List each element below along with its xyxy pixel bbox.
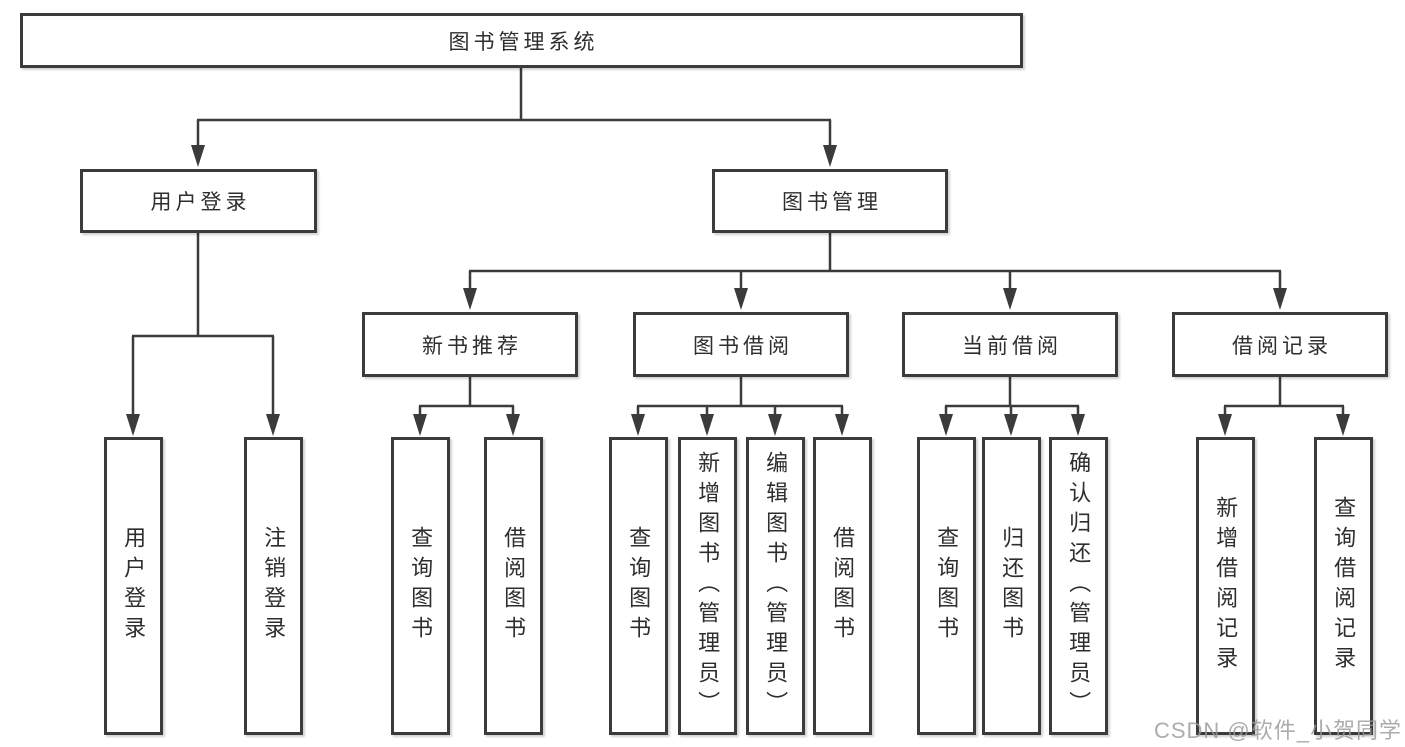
arrowhead <box>1071 414 1085 436</box>
node-nbr-query-book: 查询图书 <box>391 437 450 735</box>
connector-borrow-records-children <box>1223 377 1345 420</box>
arrowhead <box>506 414 520 436</box>
node-label: 用户登录 <box>150 191 251 214</box>
node-borrowing-records: 借阅记录 <box>1172 312 1388 377</box>
arrowhead <box>939 414 953 436</box>
node-label: 编辑图书（管理员） <box>763 451 789 721</box>
node-label: 新书推荐 <box>422 334 522 358</box>
node-current-borrowing: 当前借阅 <box>902 312 1118 377</box>
connector-new-book-rec-children <box>418 377 515 420</box>
node-label: 新增借阅记录 <box>1213 496 1239 676</box>
node-cb-query-book: 查询图书 <box>917 437 976 735</box>
node-label: 借阅图书 <box>830 526 856 646</box>
connector-user-login-children <box>131 233 275 420</box>
node-label: 归还图书 <box>999 526 1025 646</box>
node-label: 借阅图书 <box>501 526 527 646</box>
node-br-add-record: 新增借阅记录 <box>1196 437 1255 735</box>
node-bb-edit-book-admin: 编辑图书（管理员） <box>746 437 805 735</box>
arrowhead <box>413 414 427 436</box>
arrowhead <box>463 288 477 310</box>
node-bb-query-book: 查询图书 <box>609 437 668 735</box>
arrowhead <box>835 414 849 436</box>
node-cb-return-book: 归还图书 <box>982 437 1041 735</box>
node-label: 查询图书 <box>934 526 960 646</box>
arrowhead <box>734 288 748 310</box>
node-label: 新增图书（管理员） <box>695 451 721 721</box>
node-label: 查询图书 <box>626 526 652 646</box>
connector-root-to-level2 <box>196 68 832 150</box>
arrowhead <box>1218 414 1232 436</box>
node-bb-add-book-admin: 新增图书（管理员） <box>678 437 737 735</box>
node-label: 图书借阅 <box>693 334 793 358</box>
connector-book-management-children <box>468 233 1282 294</box>
arrowhead <box>126 414 140 436</box>
node-br-query-record: 查询借阅记录 <box>1314 437 1373 735</box>
node-new-book-recommendation: 新书推荐 <box>362 312 578 377</box>
arrowhead <box>823 145 837 167</box>
arrowhead <box>1004 414 1018 436</box>
arrowhead <box>266 414 280 436</box>
node-label: 查询图书 <box>408 526 434 646</box>
arrowhead <box>1273 288 1287 310</box>
node-label: 当前借阅 <box>962 334 1062 358</box>
connector-current-borrow-children <box>944 377 1080 420</box>
node-book-borrowing: 图书借阅 <box>633 312 849 377</box>
node-cb-confirm-return-admin: 确认归还（管理员） <box>1049 437 1108 735</box>
node-label: 图书管理系统 <box>448 30 599 54</box>
node-label: 查询借阅记录 <box>1331 496 1357 676</box>
arrowhead <box>700 414 714 436</box>
watermark: CSDN @软件_小贺同学 <box>1153 718 1402 743</box>
node-logout: 注销登录 <box>244 437 303 735</box>
arrowheads <box>126 145 1350 436</box>
arrowhead <box>1336 414 1350 436</box>
node-label: 图书管理 <box>782 191 882 214</box>
node-label: 借阅记录 <box>1232 334 1332 358</box>
arrowhead <box>631 414 645 436</box>
arrowhead <box>191 145 205 167</box>
node-user-login: 用户登录 <box>80 169 317 233</box>
node-user-login-leaf: 用户登录 <box>104 437 163 735</box>
arrowhead <box>768 414 782 436</box>
node-label: 用户登录 <box>121 526 147 646</box>
node-bb-borrow-book: 借阅图书 <box>813 437 872 735</box>
node-book-management: 图书管理 <box>712 169 948 233</box>
node-label: 确认归还（管理员） <box>1066 451 1092 721</box>
node-root: 图书管理系统 <box>20 13 1023 68</box>
node-label: 注销登录 <box>261 526 287 646</box>
node-nbr-borrow-book: 借阅图书 <box>484 437 543 735</box>
connector-book-borrow-children <box>636 377 844 420</box>
arrowhead <box>1003 288 1017 310</box>
